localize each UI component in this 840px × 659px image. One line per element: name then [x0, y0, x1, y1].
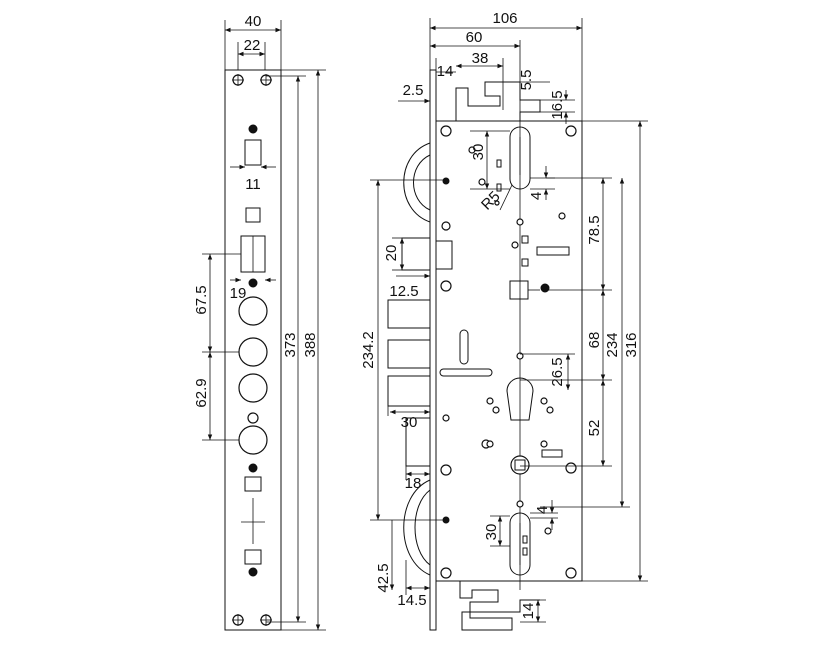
dim-text-4-bottom: 4: [534, 506, 551, 514]
dim-text-2-5: 2.5: [403, 82, 424, 99]
bolt-hole-1: [238, 296, 268, 326]
dim-text-38: 38: [472, 50, 489, 67]
dim-text-40: 40: [245, 13, 262, 30]
dim-text-5-5: 5.5: [518, 70, 535, 91]
faceplate-outline: [224, 69, 282, 631]
dim-text-234: 234: [604, 332, 621, 357]
dim-text-18: 18: [405, 475, 422, 492]
dim-text-30-top: 30: [470, 144, 487, 161]
square-follower: [509, 280, 529, 300]
dim-text-12-5: 12.5: [389, 283, 418, 300]
upper-curve: [403, 142, 431, 223]
dim-text-373: 373: [282, 332, 299, 357]
small-hole: [247, 412, 259, 424]
screw-hole-bottom-right: [260, 614, 272, 626]
dim-text-30-mid: 30: [401, 414, 418, 431]
dim-text-42-5: 42.5: [375, 563, 392, 592]
upper-slot: [509, 126, 531, 190]
dim-text-388: 388: [302, 332, 319, 357]
dim-text-20: 20: [383, 245, 400, 262]
dim-text-14-bottom: 14: [520, 603, 537, 620]
bolt-hole-4: [238, 425, 268, 455]
faceplate-front-view: 40 22 11 19 67.5: [193, 13, 326, 631]
bottom-hook: [459, 581, 540, 631]
square-hole-small: [245, 207, 261, 223]
dim-text-67-5: 67.5: [193, 285, 210, 314]
deadbolt-1: [387, 299, 431, 329]
rivet-bottom: [248, 567, 258, 577]
dim-text-26-5: 26.5: [549, 357, 566, 386]
dim-text-22: 22: [244, 37, 261, 54]
deadbolt-3: [387, 375, 431, 407]
rivet-middle: [248, 278, 258, 288]
horizontal-slot: [439, 368, 493, 377]
dim-text-62-9: 62.9: [193, 378, 210, 407]
dim-text-19: 19: [230, 285, 247, 302]
dim-text-60: 60: [466, 29, 483, 46]
dim-text-16-5: 16.5: [549, 90, 566, 119]
lock-case-body: [435, 120, 583, 582]
bolt-hole-2: [238, 337, 268, 367]
rivet-lower: [248, 463, 258, 473]
lower-slot: [509, 512, 531, 576]
dim-text-234-2: 234.2: [360, 331, 377, 369]
dim-text-14-5: 14.5: [397, 592, 426, 609]
lower-curve: [403, 479, 431, 576]
center-slot: [459, 329, 469, 365]
dim-text-68: 68: [586, 332, 603, 349]
dim-text-30-bottom: 30: [483, 524, 500, 541]
dim-text-11: 11: [245, 176, 261, 193]
spindle-hub: [510, 455, 530, 475]
bolt-hole-3: [238, 373, 268, 403]
latch-bolt: [401, 237, 431, 271]
dim-text-14-top: 14: [437, 63, 454, 80]
faceplate-side: [429, 69, 437, 631]
lock-case-side-view: 106 60 38 14 2.5 5.5 16.5: [360, 10, 648, 631]
top-hook: [455, 81, 541, 121]
dim-text-78-5: 78.5: [586, 215, 603, 244]
deadbolt-2: [387, 339, 431, 369]
lower-block: [405, 417, 431, 467]
dim-text-52: 52: [586, 420, 603, 437]
square-hole-lower-2: [244, 549, 262, 565]
dim-text-316: 316: [623, 332, 640, 357]
dim-text-106: 106: [492, 10, 517, 27]
square-hole-upper: [244, 139, 262, 166]
square-hole-lower-1: [244, 476, 262, 492]
screw-hole-top-left: [232, 74, 244, 86]
inner-bar: [536, 246, 570, 256]
rivet-upper: [248, 124, 258, 134]
screw-hole-bottom-left: [232, 614, 244, 626]
dim-text-4-top: 4: [528, 192, 545, 200]
